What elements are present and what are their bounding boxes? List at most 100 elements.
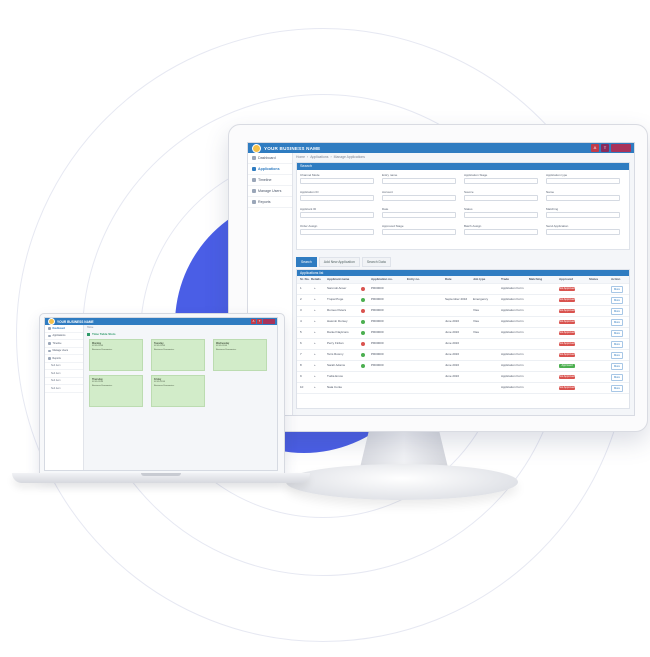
- sidebar-item-reports[interactable]: Reports: [45, 355, 83, 363]
- status-dot-icon: [361, 320, 365, 324]
- topbar-button-a[interactable]: A: [251, 319, 256, 324]
- section-title-text: Time Table Slots: [92, 332, 116, 336]
- expand-icon[interactable]: +: [314, 286, 316, 290]
- desktop-screen: YOUR BUSINESS NAME A T Dashboard Applica…: [247, 142, 635, 416]
- sidebar-item-applications[interactable]: Applications: [45, 333, 83, 340]
- expand-icon[interactable]: +: [314, 319, 316, 323]
- more-button[interactable]: More: [611, 319, 623, 326]
- field-input[interactable]: [382, 178, 456, 184]
- account-menu[interactable]: [263, 319, 275, 324]
- topbar-button-t[interactable]: T: [257, 319, 262, 324]
- more-button[interactable]: More: [611, 330, 623, 337]
- monitor-base: [286, 464, 518, 500]
- sidebar-item-timeline[interactable]: Timeline: [45, 340, 83, 348]
- tab-add-new-application[interactable]: Add New Application: [318, 257, 360, 267]
- expand-icon[interactable]: +: [314, 297, 316, 301]
- field-label: Applicant ID: [300, 207, 317, 211]
- sidebar-item-users[interactable]: Manage Users: [248, 186, 292, 197]
- sidebar-item-users[interactable]: Manage Users: [45, 348, 83, 355]
- status-badge: Not Approved: [559, 331, 575, 335]
- sidebar-item-applications[interactable]: Applications: [248, 164, 292, 175]
- field-input[interactable]: [546, 178, 620, 184]
- expand-icon[interactable]: +: [314, 341, 316, 345]
- applicant-name: Romeo Peters: [327, 308, 347, 312]
- breadcrumb[interactable]: Home: [87, 326, 94, 329]
- column-header: Date: [445, 277, 452, 281]
- field-input[interactable]: [382, 212, 456, 218]
- field-input[interactable]: [464, 212, 538, 218]
- sidebar-subitem[interactable]: Sub item: [45, 363, 83, 370]
- row-number: 5: [300, 330, 302, 334]
- account-menu[interactable]: [611, 144, 631, 152]
- tab-search[interactable]: Search: [296, 257, 317, 267]
- more-button[interactable]: More: [611, 308, 623, 315]
- row-number: 4: [300, 319, 302, 323]
- search-panel-title: Search: [297, 163, 629, 170]
- expand-icon[interactable]: +: [314, 352, 316, 356]
- more-button[interactable]: More: [611, 363, 623, 370]
- tab-search-data[interactable]: Search Data: [361, 257, 391, 267]
- row-number: 3: [300, 308, 302, 312]
- more-button[interactable]: More: [611, 352, 623, 359]
- column-header: Approved: [559, 277, 574, 281]
- field-input[interactable]: [546, 195, 620, 201]
- status-dot-icon: [361, 298, 365, 302]
- sidebar-item-reports[interactable]: Reports: [248, 197, 292, 208]
- more-button[interactable]: More: [611, 297, 623, 304]
- applicant-name: Tudia Emos: [327, 374, 343, 378]
- sidebar-subitem[interactable]: Sub item: [45, 378, 83, 385]
- field-input[interactable]: [382, 229, 456, 235]
- more-button[interactable]: More: [611, 385, 623, 392]
- laptop-brand[interactable]: YOUR BUSINESS NAME: [48, 318, 94, 325]
- field-input[interactable]: [300, 229, 374, 235]
- field-input[interactable]: [464, 229, 538, 235]
- field-input[interactable]: [546, 229, 620, 235]
- field-input[interactable]: [382, 195, 456, 201]
- expand-icon[interactable]: +: [314, 385, 316, 389]
- field-input[interactable]: [300, 212, 374, 218]
- field-input[interactable]: [464, 178, 538, 184]
- desktop-brand[interactable]: YOUR BUSINESS NAME: [252, 143, 320, 153]
- expand-icon[interactable]: +: [314, 374, 316, 378]
- sidebar-item-dashboard[interactable]: Dashboard: [248, 153, 292, 164]
- field-input[interactable]: [546, 212, 620, 218]
- sidebar-item-dashboard[interactable]: Dashboard: [45, 325, 83, 333]
- more-button[interactable]: More: [611, 374, 623, 381]
- field-input[interactable]: [464, 195, 538, 201]
- sidebar-item-timeline[interactable]: Timeline: [248, 175, 292, 186]
- field-input[interactable]: [300, 195, 374, 201]
- topbar-button-a[interactable]: A: [591, 144, 599, 152]
- breadcrumb-applications[interactable]: Applications: [310, 155, 329, 159]
- expand-icon[interactable]: +: [314, 330, 316, 334]
- topbar-button-t[interactable]: T: [601, 144, 609, 152]
- sidebar-subitem[interactable]: Sub item: [45, 370, 83, 378]
- sidebar-subitem[interactable]: Sub item: [45, 385, 83, 393]
- more-button[interactable]: More: [611, 341, 623, 348]
- applicant-name: Trupal Poge: [327, 297, 344, 301]
- expand-icon[interactable]: +: [314, 363, 316, 367]
- card-date: 02.05.2016: [92, 345, 103, 348]
- expand-icon[interactable]: +: [314, 308, 316, 312]
- card-day: Friday: [154, 378, 162, 381]
- reports-icon: [48, 357, 51, 360]
- business-name: YOUR BUSINESS NAME: [264, 145, 321, 151]
- breadcrumb-home[interactable]: Home: [296, 155, 306, 159]
- field-input[interactable]: [300, 178, 374, 184]
- more-button[interactable]: More: [611, 286, 623, 293]
